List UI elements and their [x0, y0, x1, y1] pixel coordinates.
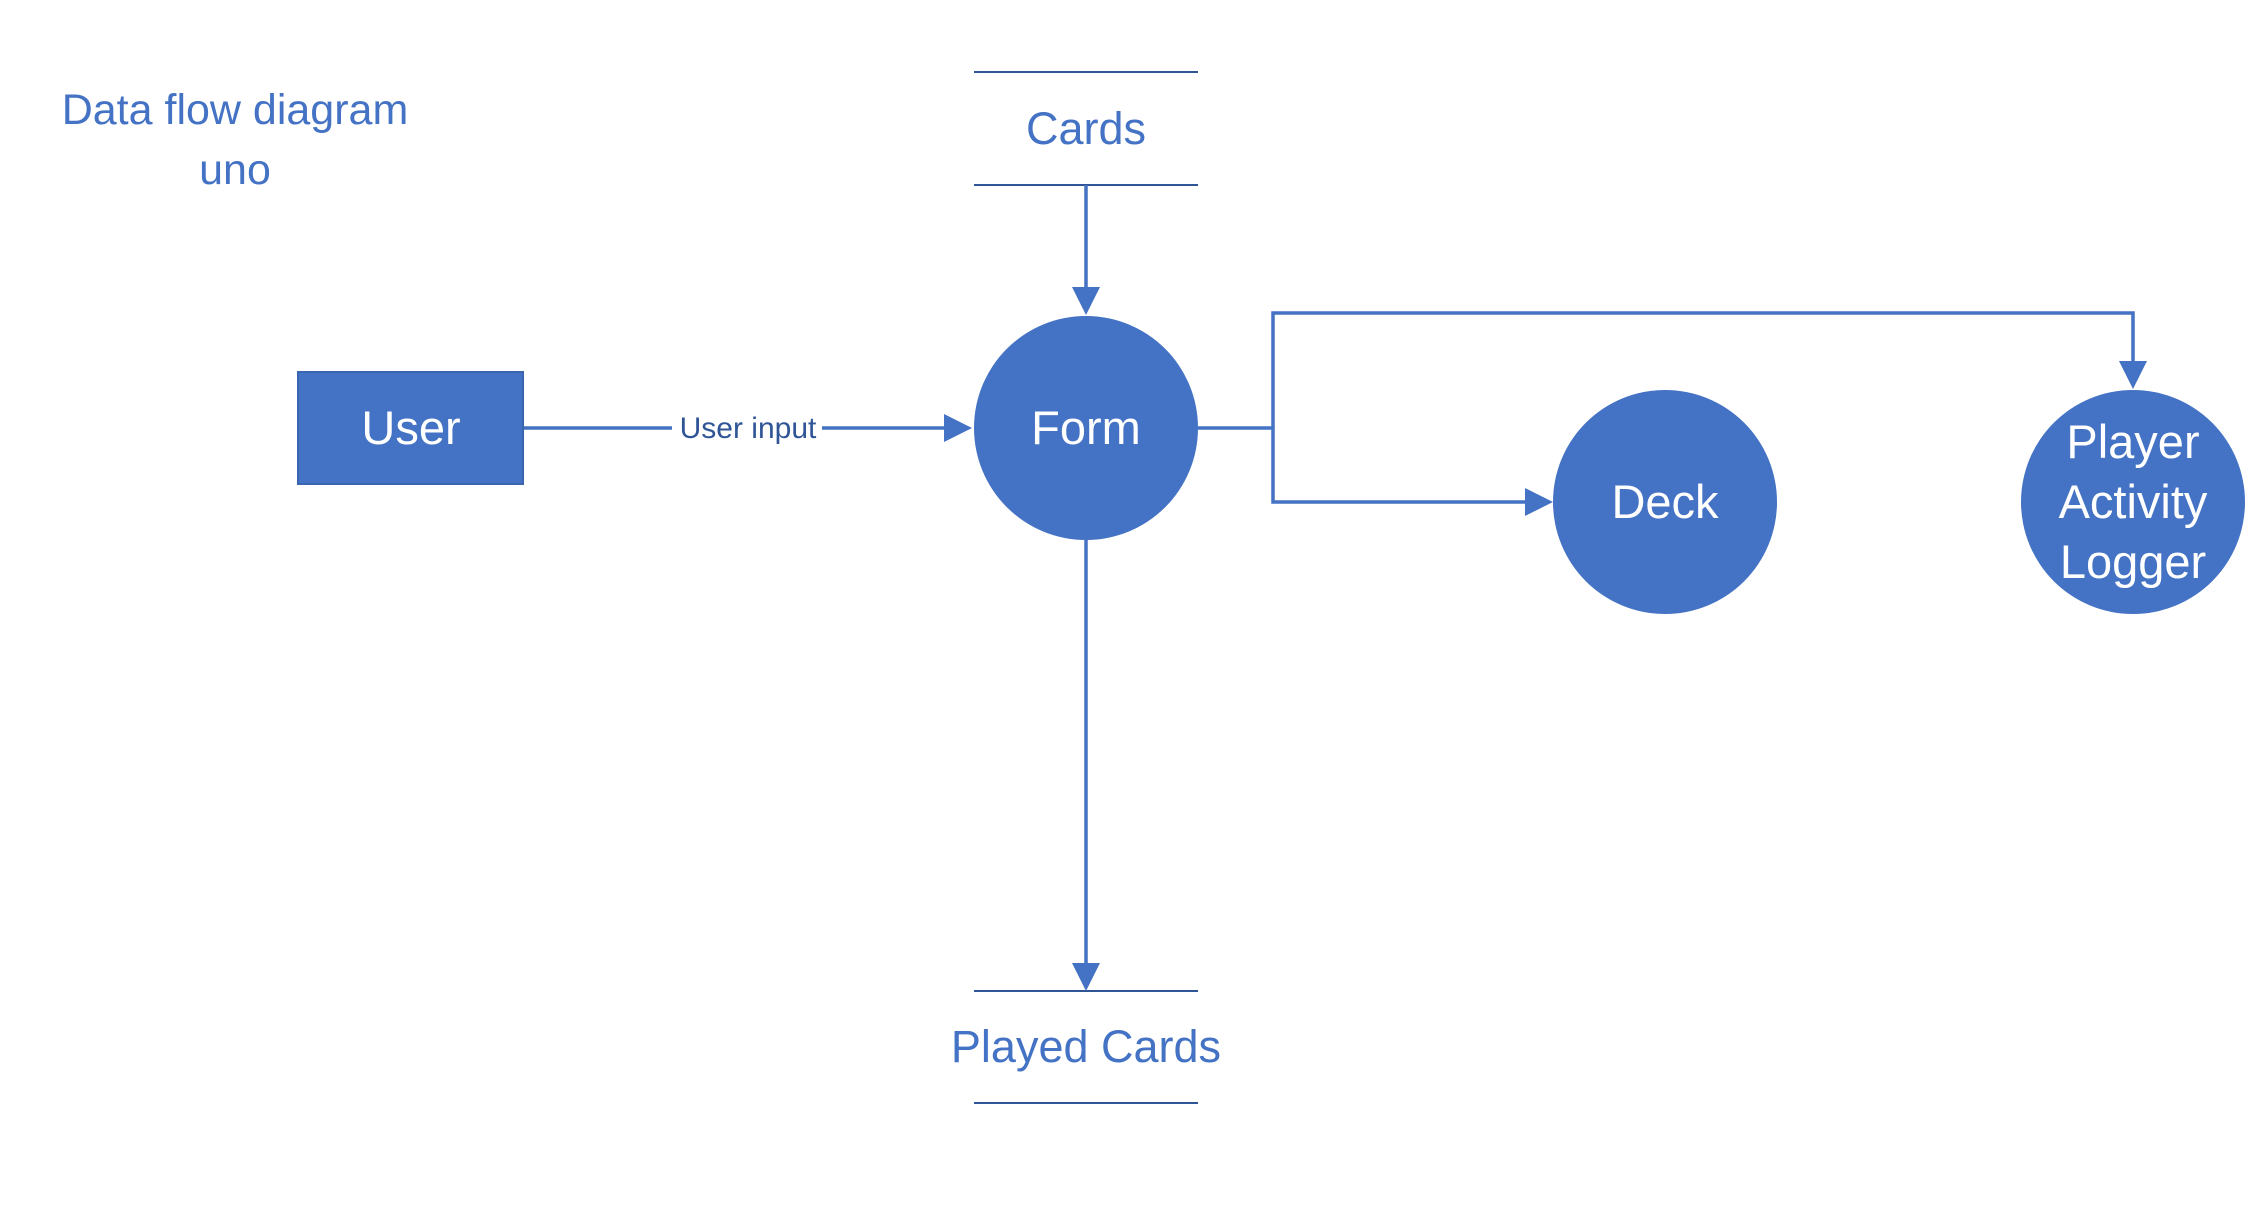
flow-form-to-player-activity-logger — [1271, 311, 2147, 428]
deck-circle — [1553, 390, 1777, 614]
flow-form-to-played-cards — [1072, 540, 1100, 991]
flow-form-to-deck — [1198, 426, 1553, 516]
data-store-played-cards: Played Cards — [951, 990, 1221, 1104]
user-label: User — [361, 401, 460, 454]
form-label: Form — [1031, 401, 1141, 454]
data-store-cards: Cards — [974, 71, 1198, 186]
external-entity-user: User — [297, 371, 524, 485]
player-activity-logger-label-line1: Player — [2066, 415, 2199, 468]
flow-cards-to-form — [1072, 185, 1100, 315]
flow-user-to-form: User input — [523, 412, 972, 445]
flow-label-user-input: User input — [680, 412, 817, 445]
process-deck: Deck — [1553, 390, 1777, 614]
player-activity-logger-circle — [2021, 390, 2245, 614]
store-cards-label: Cards — [1026, 103, 1146, 154]
diagram-title-line1: Data flow diagram — [62, 86, 409, 134]
user-box — [297, 371, 524, 485]
arrowhead-icon — [1072, 963, 1100, 991]
arrowhead-icon — [1525, 488, 1553, 516]
store-played-cards-label: Played Cards — [951, 1021, 1221, 1072]
deck-label: Deck — [1611, 475, 1719, 528]
arrowhead-icon — [2119, 361, 2147, 389]
diagram-title-line2: uno — [199, 146, 271, 194]
arrowhead-icon — [944, 414, 972, 442]
form-circle — [974, 316, 1198, 540]
player-activity-logger-label-line3: Logger — [2060, 535, 2206, 588]
arrowhead-icon — [1072, 287, 1100, 315]
player-activity-logger-label-line2: Activity — [2059, 475, 2208, 528]
process-player-activity-logger: Player Activity Logger — [2021, 390, 2245, 614]
process-form: Form — [974, 316, 1198, 540]
